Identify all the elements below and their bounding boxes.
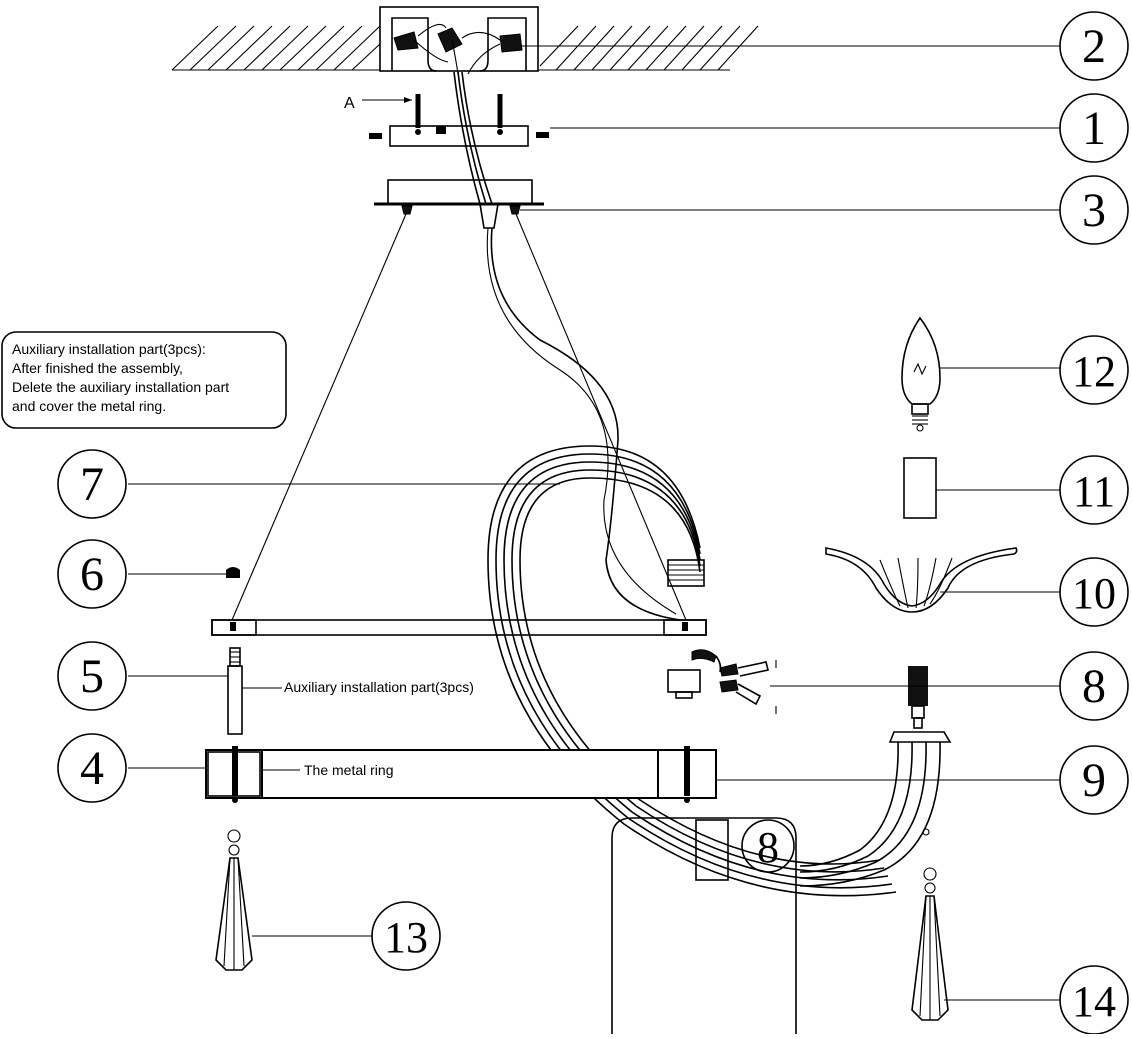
callout-3: 3 — [1059, 175, 1129, 245]
arm-loop — [487, 445, 897, 897]
note-line-2: After finished the assembly, — [12, 360, 183, 376]
callout-4: 4 — [57, 733, 127, 803]
svg-text:12: 12 — [1072, 347, 1116, 396]
mounting-bar — [362, 94, 549, 147]
canopy — [374, 179, 544, 229]
svg-text:13: 13 — [384, 913, 428, 962]
candle-sleeve — [903, 457, 937, 519]
candle-socket — [799, 666, 952, 887]
callout-11: 11 — [1059, 455, 1129, 525]
svg-text:8: 8 — [1082, 660, 1106, 713]
callout-2: 2 — [1059, 11, 1129, 81]
cap-nut — [226, 567, 240, 578]
callout-14: 14 — [1059, 965, 1129, 1035]
svg-text:11: 11 — [1073, 467, 1115, 516]
svg-text:2: 2 — [1082, 20, 1106, 73]
inset-box: 8 — [611, 817, 797, 1034]
metal-ring-label: The metal ring — [304, 762, 393, 778]
suspension-wires — [231, 213, 687, 621]
note-line-4: and cover the metal ring. — [12, 398, 166, 414]
svg-text:10: 10 — [1072, 569, 1116, 618]
bulb — [901, 316, 941, 432]
note-line-3: Delete the auxiliary installation part — [12, 379, 229, 395]
junction-box — [379, 6, 539, 75]
auxiliary-rod — [227, 647, 282, 735]
metal-ring — [205, 746, 717, 803]
callout-7: 7 — [57, 449, 127, 519]
callout-5: 5 — [57, 641, 127, 711]
svg-text:4: 4 — [80, 742, 104, 795]
ceiling-hatch — [171, 25, 759, 71]
label-a: A — [344, 95, 355, 112]
svg-text:14: 14 — [1072, 977, 1116, 1026]
top-ring — [211, 619, 707, 636]
bobeche — [825, 547, 1018, 613]
callout-1: 1 — [1059, 93, 1129, 163]
inset-callout-8: 8 — [757, 823, 779, 872]
callout-13: 13 — [371, 901, 441, 971]
svg-text:1: 1 — [1082, 102, 1106, 155]
socket-parts — [667, 649, 777, 714]
note-box: Auxiliary installation part(3pcs): After… — [1, 331, 287, 429]
callout-6: 6 — [57, 539, 127, 609]
crystal-drop-right — [911, 867, 949, 1021]
callout-12: 12 — [1059, 335, 1129, 405]
aux-part-label: Auxiliary installation part(3pcs) — [284, 679, 474, 695]
power-cord — [453, 71, 681, 621]
svg-text:6: 6 — [80, 548, 104, 601]
svg-text:3: 3 — [1082, 184, 1106, 237]
callout-8: 8 — [1059, 651, 1129, 721]
leader-lines — [128, 45, 1060, 1001]
callout-9: 9 — [1059, 745, 1129, 815]
callouts: 2 1 3 12 11 10 8 9 — [57, 11, 1129, 1035]
svg-text:7: 7 — [80, 458, 104, 511]
svg-text:9: 9 — [1082, 754, 1106, 807]
crystal-drop-left — [215, 829, 253, 971]
svg-text:5: 5 — [80, 650, 104, 703]
callout-10: 10 — [1059, 557, 1129, 627]
note-line-1: Auxiliary installation part(3pcs): — [12, 341, 206, 357]
